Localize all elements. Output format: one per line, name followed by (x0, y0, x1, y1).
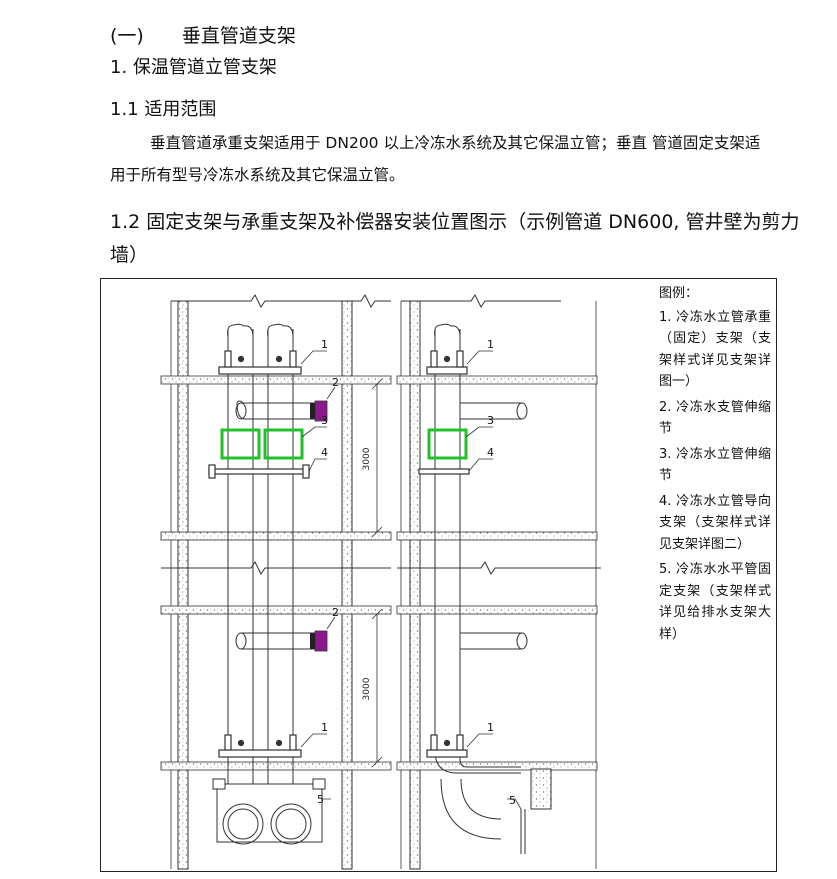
support-layout-figure: 3000 3000 1 1 2 3 3 4 4 2 1 (100, 278, 777, 872)
subsection-heading: 1. 保温管道立管支架 (110, 57, 277, 78)
scope-heading: 1.1 适用范围 (110, 99, 217, 120)
callout-1-top-left: 1 (321, 338, 328, 351)
legend-item: 4. 冷冻水立管导向支架（支架样式详见支架详图二） (659, 493, 771, 552)
shear-wall-middle (341, 300, 353, 870)
shear-wall-right (409, 300, 421, 870)
dimension-top: 3000 (362, 447, 372, 470)
callout-1-top-right: 1 (487, 338, 494, 351)
legend-item: 2. 冷冻水支管伸缩节 (659, 399, 771, 437)
legend-item: 5. 冷冻水水平管固定支架（支架样式详见给排水支架大样） (659, 562, 771, 642)
riser-pipe-right (434, 323, 521, 840)
figure-heading: 1.2 固定支架与承重支架及补偿器安装位置图示（示例管道 DN600, 管井壁为… (110, 211, 800, 266)
section-heading: (一) 垂直管道支架 (110, 25, 296, 47)
callout-4-left: 4 (321, 446, 328, 459)
callout-1-bottom-right: 1 (487, 721, 494, 734)
riser-pipes-left (227, 323, 294, 784)
legend-item: 3. 冷冻水立管伸缩节 (659, 446, 771, 484)
callout-3-right: 3 (487, 414, 494, 427)
callout-3-left: 3 (321, 414, 328, 427)
dimension-bottom: 3000 (362, 677, 372, 700)
callout-5-left: 5 (317, 793, 324, 806)
horizontal-pipe-fixed-supports (212, 768, 552, 854)
figure-drawing: 3000 3000 1 1 2 3 3 4 4 2 1 (160, 294, 601, 870)
load-bearing-supports (218, 350, 468, 758)
callout-5-right: 5 (509, 794, 516, 807)
branch-expansion-joint (310, 400, 328, 652)
callout-4-right: 4 (487, 446, 494, 459)
legend-item: 1. 冷冻水立管承重（固定）支架（支架样式详见支架详图一） (659, 309, 771, 390)
riser-expansion-joints (220, 428, 468, 460)
callout-2-top: 2 (332, 376, 339, 389)
guide-supports (208, 464, 470, 479)
callout-1-bottom-left: 1 (321, 721, 328, 734)
branch-pipes (235, 400, 528, 650)
figure-legend: 图例： 1. 冷冻水立管承重（固定）支架（支架样式详见支架详图一） 2. 冷冻水… (659, 283, 771, 649)
floor-slabs (160, 375, 598, 771)
callout-2-bottom: 2 (332, 606, 339, 619)
legend-title: 图例： (659, 286, 699, 301)
scope-paragraph: 垂直管道承重支架适用于 DN200 以上冷冻水系统及其它保温立管；垂直 管道固定… (110, 134, 761, 184)
shear-wall-left (177, 300, 189, 870)
